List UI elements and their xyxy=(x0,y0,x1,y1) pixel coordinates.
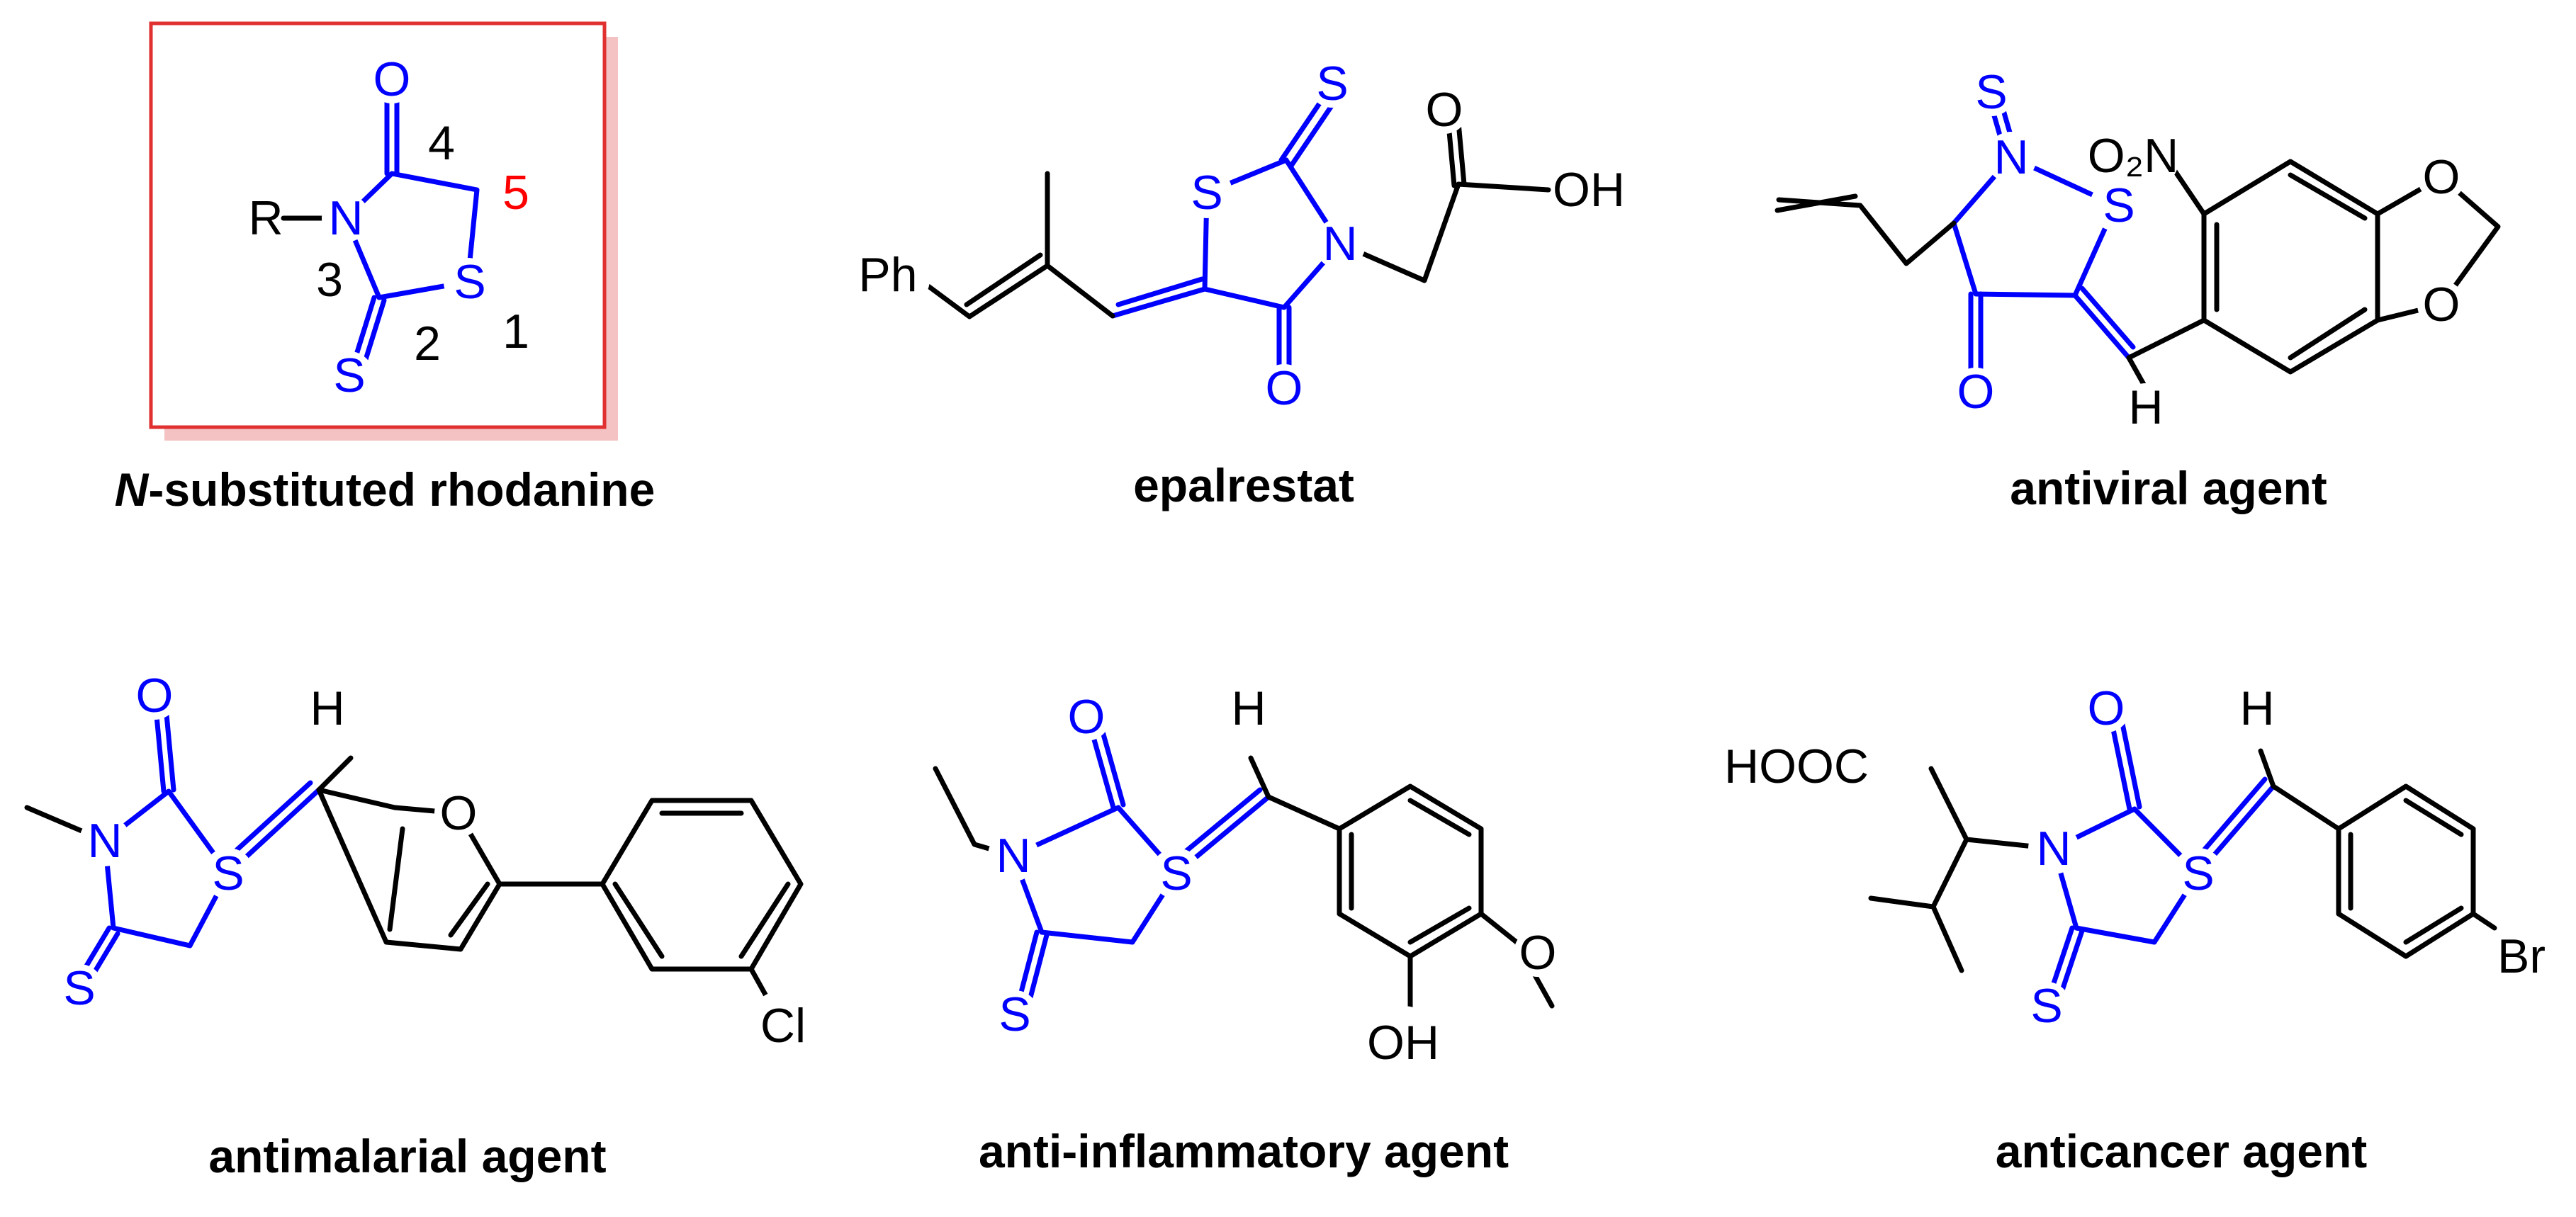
caption-antimalarial: antimalarial agent xyxy=(208,1130,606,1182)
acid-oxygen-label: O xyxy=(1426,83,1463,137)
caption-antiviral: antiviral agent xyxy=(2010,462,2327,514)
caption-rhodanine-prefix: N xyxy=(115,463,150,516)
methoxy-oxygen-label: O xyxy=(1519,926,1557,980)
oxygen-label: O xyxy=(2088,681,2125,735)
oxygen-label: O xyxy=(1957,365,1995,419)
position-5-label: 5 xyxy=(502,166,529,220)
position-2-label: 2 xyxy=(414,317,441,370)
position-4-label: 4 xyxy=(428,116,455,170)
caption-rhodanine: N-substituted rhodanine xyxy=(115,463,656,516)
caption-anticancer: anticancer agent xyxy=(1996,1125,2368,1177)
nitro-group-label: O₂N xyxy=(2088,129,2178,183)
vinyl-hydrogen-label: H xyxy=(2239,681,2274,735)
carboxyl-label: HOOC xyxy=(1724,740,1869,793)
caption-epalrestat: epalrestat xyxy=(1133,459,1354,511)
vinyl-hydrogen-label: H xyxy=(2128,380,2163,434)
position-1-label: 1 xyxy=(502,305,529,358)
epalrestat-structure: S S N O O OH Ph xyxy=(845,57,1626,415)
phenyl-label: Ph xyxy=(858,248,917,302)
ring-sulfur-label: S xyxy=(454,255,485,309)
position-3-label: 3 xyxy=(316,253,343,307)
thione-sulfur-label: S xyxy=(2030,979,2062,1033)
nitrogen-label: N xyxy=(328,191,363,245)
oxygen-label: O xyxy=(136,669,174,723)
nitrogen-label: N xyxy=(996,829,1030,883)
nitrogen-label: N xyxy=(1993,130,2028,184)
vinyl-hydrogen-label: H xyxy=(1231,681,1266,735)
ring-sulfur-label: S xyxy=(2182,847,2214,900)
ring-oxygen-label: O xyxy=(1266,361,1303,415)
nitrogen-label: N xyxy=(1322,217,1357,271)
ring-sulfur-label: S xyxy=(212,847,244,900)
hydroxyl-label: OH xyxy=(1553,163,1625,217)
ring-sulfur-label: S xyxy=(1191,166,1222,220)
oxygen-label: O xyxy=(373,52,411,106)
anticancer-structure: O N S S H Br HOOC xyxy=(1724,681,2557,1033)
antimalarial-structure: O N S S H O Cl xyxy=(24,669,819,1061)
bromine-label: Br xyxy=(2497,929,2546,983)
dioxole-oxygen-top-label: O xyxy=(2423,150,2460,204)
rhodanine-scaffold: R N O S S 4 5 1 2 3 xyxy=(149,21,618,441)
thione-sulfur-label: S xyxy=(333,349,365,402)
thione-sulfur-label: S xyxy=(63,961,95,1015)
chlorine-label: Cl xyxy=(760,999,806,1053)
thione-sulfur-label: S xyxy=(999,987,1030,1041)
nitrogen-label: N xyxy=(87,814,122,868)
ring-sulfur-label: S xyxy=(1160,847,1192,900)
nitrogen-label: N xyxy=(2036,822,2071,876)
thione-sulfur-label: S xyxy=(1975,65,2007,119)
dioxole-oxygen-bottom-label: O xyxy=(2423,278,2460,332)
oxygen-label: O xyxy=(1068,690,1106,744)
antiviral-structure: S S N O O₂N H O O xyxy=(1774,65,2501,434)
caption-rhodanine-rest: -substituted rhodanine xyxy=(148,463,655,516)
r-group-label: R xyxy=(248,191,283,245)
furan-oxygen-label: O xyxy=(440,786,478,840)
ring-sulfur-label: S xyxy=(2103,179,2135,232)
thione-sulfur-label: S xyxy=(1316,57,1348,111)
vinyl-hydrogen-label: H xyxy=(310,681,344,735)
anti-inflammatory-structure: O N S S H O OH xyxy=(933,681,1562,1080)
caption-anti-inflammatory: anti-inflammatory agent xyxy=(979,1125,1509,1177)
hydroxyl-label: OH xyxy=(1367,1016,1439,1070)
